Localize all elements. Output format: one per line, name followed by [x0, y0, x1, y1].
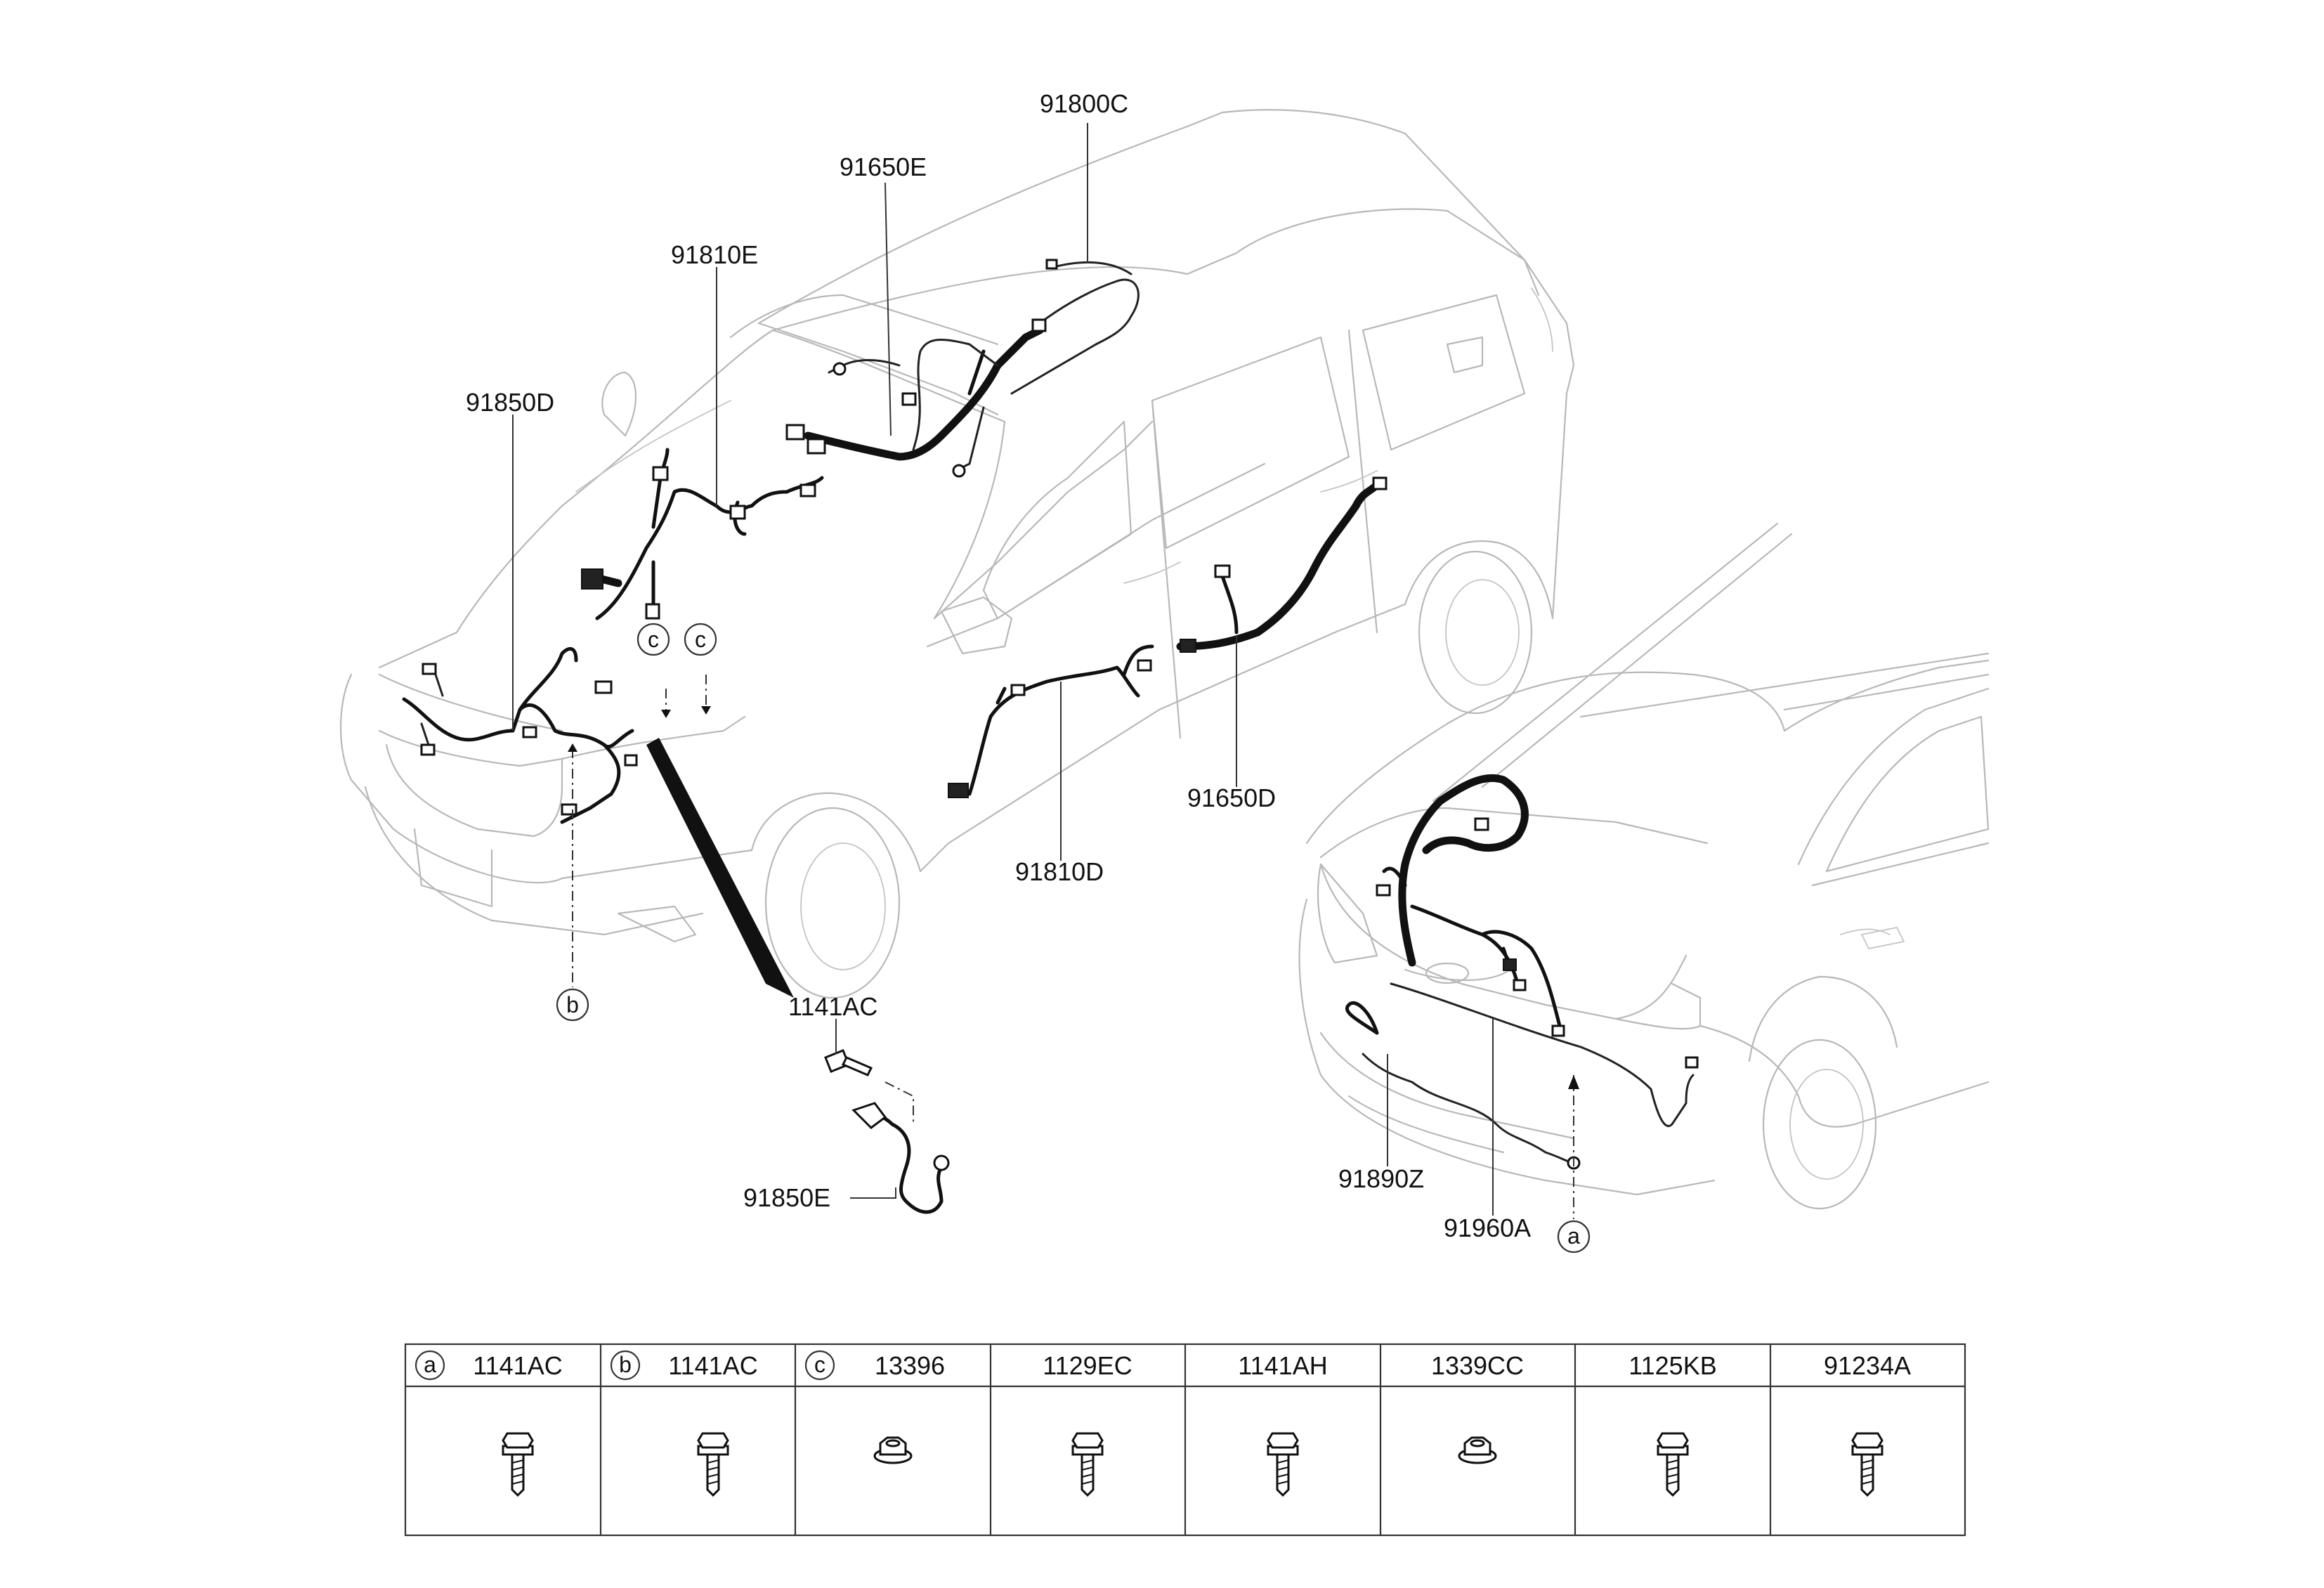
trunk-harness-91960A-91890Z	[1345, 774, 1699, 1170]
table-part-1141AC-a: 1141AC	[473, 1351, 562, 1380]
table-ref-b: b	[619, 1352, 632, 1377]
flange-bolt-icon	[502, 1432, 534, 1497]
table-part-1125KB: 1125KB	[1628, 1351, 1716, 1380]
leader-lines	[512, 123, 1579, 1219]
table-header-cell-a: a 1141AC	[414, 1350, 563, 1381]
label-1141AC: 1141AC	[788, 992, 877, 1021]
table-header-cell-b: b 1141AC	[610, 1350, 758, 1381]
arrow-c2	[701, 706, 711, 715]
callouts: c c b a	[556, 623, 1591, 1254]
callout-c-2: c	[695, 627, 706, 652]
table-part-1141AC-b: 1141AC	[668, 1351, 757, 1380]
flange-nut-icon	[873, 1436, 913, 1464]
callout-c-1: c	[648, 627, 659, 652]
table-part-1339CC: 1339CC	[1431, 1351, 1524, 1380]
label-91650E: 91650E	[840, 152, 927, 181]
ground-cable-91850E	[851, 1081, 950, 1214]
label-91810D: 91810D	[1015, 857, 1104, 886]
arrow-b	[568, 743, 577, 752]
table-ref-c: c	[814, 1352, 825, 1377]
main-harness-91810E	[581, 448, 824, 620]
label-91890Z: 91890Z	[1338, 1164, 1424, 1193]
rear-car-outline	[1298, 522, 1990, 1210]
flange-bolt-icon	[1657, 1432, 1689, 1497]
arrow-c1	[661, 710, 671, 718]
label-91850D: 91850D	[466, 388, 554, 417]
roof-harness-91650E-91800C	[785, 259, 1140, 478]
label-91960A: 91960A	[1444, 1213, 1531, 1242]
arrow-a	[1568, 1075, 1579, 1089]
door-harness-91810D-91650D	[948, 476, 1388, 798]
part-labels: 91800C 91650E 91810E 91850D 91650D 91810…	[466, 89, 1531, 1242]
flange-bolt-icon	[1267, 1432, 1299, 1497]
table-part-91234A: 91234A	[1824, 1351, 1911, 1380]
callout-a: a	[1567, 1223, 1580, 1249]
label-91650D: 91650D	[1187, 783, 1276, 812]
table-header-cell-c: c 13396	[804, 1350, 945, 1381]
table-part-1129EC: 1129EC	[1043, 1351, 1132, 1380]
table-part-13396: 13396	[875, 1351, 945, 1380]
label-91810E: 91810E	[671, 240, 758, 269]
callout-b: b	[566, 992, 579, 1017]
table-part-1141AH: 1141AH	[1238, 1351, 1327, 1380]
fastener-table: a 1141AC b 1141AC c 13396 1129EC 1141AH …	[404, 1343, 1966, 1537]
front-car-outline	[339, 109, 1575, 999]
table-ref-a: a	[424, 1352, 436, 1377]
flange-bolt-icon	[697, 1432, 729, 1497]
detail-pointer-wedge	[646, 738, 794, 998]
front-harness-91850D	[402, 647, 638, 824]
bolt-1141AC-detail	[824, 1049, 873, 1076]
flange-bolt-icon	[1851, 1432, 1884, 1497]
flange-nut-icon	[1458, 1436, 1497, 1464]
label-91850E: 91850E	[743, 1183, 830, 1212]
flange-bolt-icon	[1071, 1432, 1104, 1497]
label-91800C: 91800C	[1040, 89, 1128, 118]
